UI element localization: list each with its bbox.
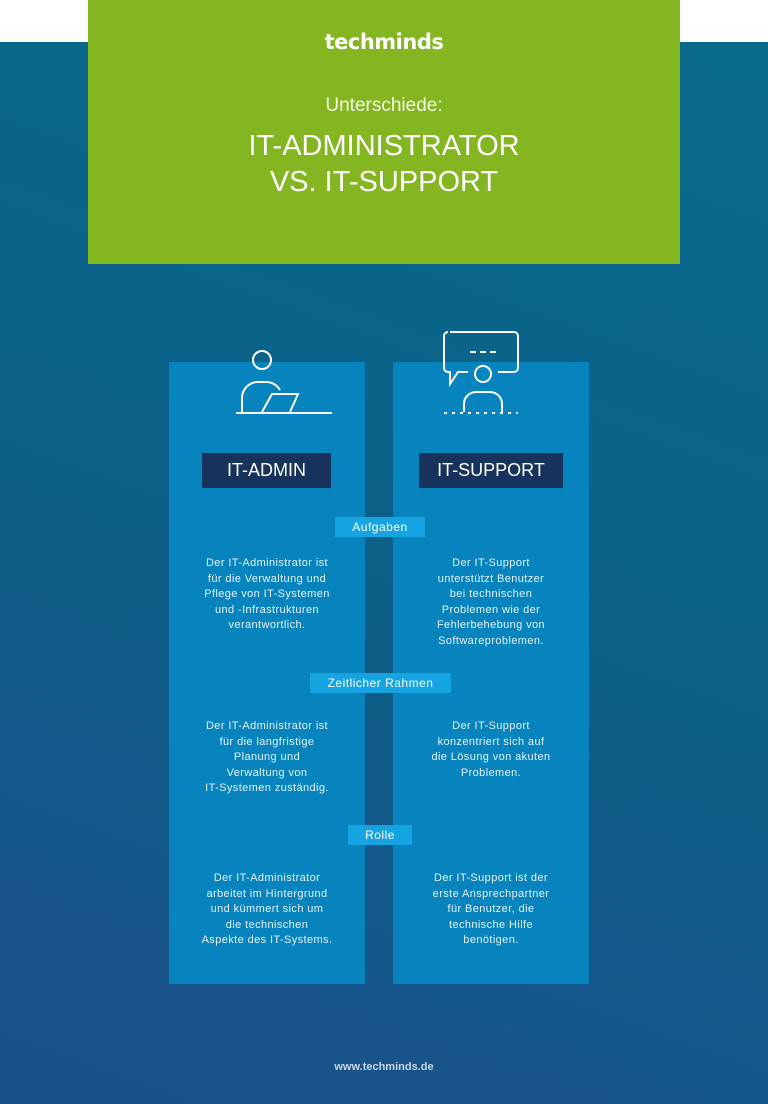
support-rolle-text: Der IT-Support ist der erste Ansprechpar… — [432, 872, 550, 947]
support-zeitrahmen-text: Der IT-Support konzentriert sich auf die… — [431, 720, 551, 779]
techminds-logo: techminds — [324, 30, 444, 54]
admin-rolle-text: Der IT-Administrator arbeitet im Hinterg… — [201, 872, 333, 947]
section-tag-zeitlicher-rahmen: Zeitlicher Rahmen — [310, 673, 451, 693]
header-subtitle: Unterschiede: — [325, 95, 443, 116]
section-tag-aufgaben: Aufgaben — [335, 517, 425, 537]
title-line-2: VS. IT-SUPPORT — [269, 166, 499, 198]
support-aufgaben-text: Der IT-Support unterstützt Benutzer bei … — [436, 557, 546, 647]
footer-website-link[interactable]: www.techminds.de — [334, 1061, 434, 1073]
person-with-speech-bubble-icon — [443, 331, 519, 414]
support-label: IT-SUPPORT — [419, 453, 563, 488]
admin-label: IT-ADMIN — [202, 453, 331, 488]
person-at-laptop-icon — [236, 350, 332, 414]
page-title: IT-ADMINISTRATOR VS. IT-SUPPORT — [88, 128, 680, 200]
header-banner: techminds Unterschiede: IT-ADMINISTRATOR… — [88, 0, 680, 264]
admin-zeitrahmen-text: Der IT-Administrator ist für die langfri… — [205, 720, 329, 795]
section-tag-rolle: Rolle — [348, 825, 412, 845]
admin-aufgaben-text: Der IT-Administrator ist für die Verwalt… — [204, 557, 330, 632]
title-line-1: IT-ADMINISTRATOR — [248, 130, 520, 162]
